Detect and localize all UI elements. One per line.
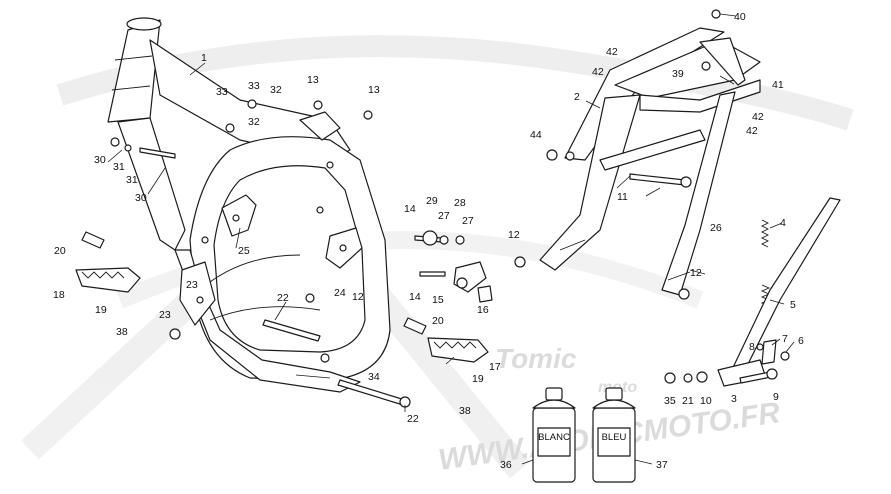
callout-23b: 23 <box>159 309 171 321</box>
callout-12b: 12 <box>352 291 364 303</box>
callout-42c: 42 <box>752 111 764 123</box>
callout-13b: 13 <box>368 84 380 96</box>
callout-1: 1 <box>201 52 207 64</box>
callout-14a: 14 <box>404 203 416 215</box>
callout-21: 21 <box>682 395 694 407</box>
spring-4 <box>760 219 770 248</box>
callout-42d: 42 <box>746 125 758 137</box>
callout-36: 36 <box>500 459 512 471</box>
callout-23a: 23 <box>186 279 198 291</box>
callout-27a: 27 <box>438 210 450 222</box>
callout-39: 39 <box>672 68 684 80</box>
paint-can-36: BLANC <box>532 387 576 483</box>
callout-labels: 1 2 3 4 5 6 7 8 9 10 11 12 12 12 13 13 1… <box>53 11 804 471</box>
callout-27b: 27 <box>462 215 474 227</box>
callout-16: 16 <box>477 304 489 316</box>
callout-2: 2 <box>574 91 580 103</box>
callout-30a: 30 <box>94 154 106 166</box>
callout-25: 25 <box>238 245 250 257</box>
callout-3: 3 <box>731 393 737 405</box>
callout-28: 28 <box>454 197 466 209</box>
bolts <box>81 9 790 408</box>
callout-42b: 42 <box>592 66 604 78</box>
callout-42a: 42 <box>606 46 618 58</box>
callout-20b: 20 <box>432 315 444 327</box>
callout-19b: 19 <box>472 373 484 385</box>
callout-22b: 22 <box>407 413 419 425</box>
callout-26: 26 <box>710 222 722 234</box>
callout-5: 5 <box>790 299 796 311</box>
callout-20a: 20 <box>54 245 66 257</box>
callout-12a: 12 <box>508 229 520 241</box>
leader-lines <box>107 13 795 465</box>
callout-8: 8 <box>749 341 755 353</box>
paint-can-37: BLEU <box>592 387 636 483</box>
callout-19a: 19 <box>95 304 107 316</box>
callout-33a: 33 <box>248 80 260 92</box>
callout-32b: 32 <box>248 116 260 128</box>
callout-30b: 30 <box>135 192 147 204</box>
rear-subframe <box>539 27 761 296</box>
callout-29: 29 <box>426 195 438 207</box>
right-footrest <box>427 337 489 363</box>
left-footrest <box>75 267 141 293</box>
callout-34: 34 <box>368 371 380 383</box>
callout-12c: 12 <box>690 267 702 279</box>
callout-41: 41 <box>772 79 784 91</box>
callout-10: 10 <box>700 395 712 407</box>
callout-33b: 33 <box>216 86 228 98</box>
engine-mount-left <box>221 194 257 237</box>
callout-31a: 31 <box>113 161 125 173</box>
callout-38b: 38 <box>459 405 471 417</box>
callout-9: 9 <box>773 391 779 403</box>
callout-35: 35 <box>664 395 676 407</box>
callout-24: 24 <box>334 287 346 299</box>
callout-44: 44 <box>530 129 542 141</box>
callout-32a: 32 <box>270 84 282 96</box>
callout-22a: 22 <box>277 292 289 304</box>
callout-31b: 31 <box>126 174 138 186</box>
callout-7: 7 <box>782 333 788 345</box>
callout-17: 17 <box>489 361 501 373</box>
callout-11: 11 <box>617 191 628 203</box>
callout-6: 6 <box>798 335 804 347</box>
watermark-brand: Tomic <box>495 343 577 374</box>
callout-13a: 13 <box>307 74 319 86</box>
callout-38a: 38 <box>116 326 128 338</box>
callout-15: 15 <box>432 294 444 306</box>
paint-can-36-label: BLANC <box>538 432 570 443</box>
callout-37: 37 <box>656 459 668 471</box>
paint-can-37-label: BLEU <box>602 432 627 443</box>
callout-18: 18 <box>53 289 65 301</box>
callout-4: 4 <box>780 217 786 229</box>
callout-14b: 14 <box>409 291 421 303</box>
callout-40: 40 <box>734 11 746 23</box>
